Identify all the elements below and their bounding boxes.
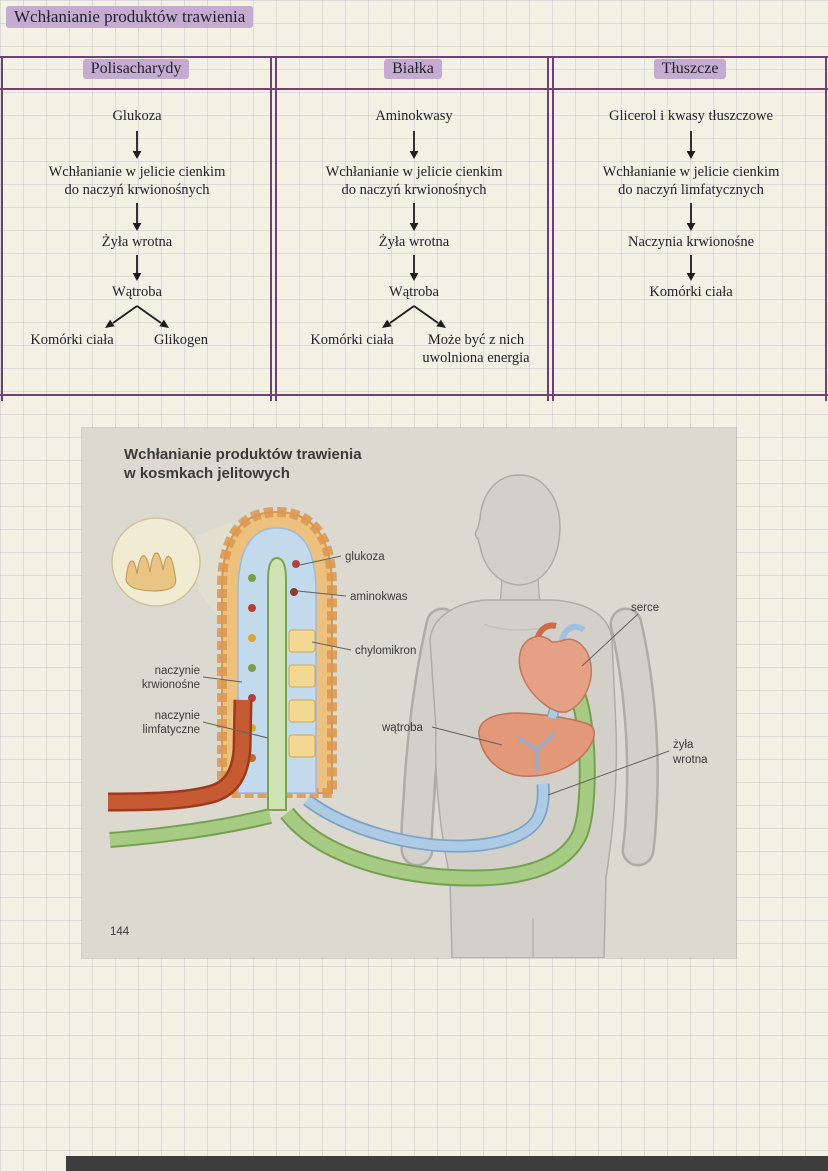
- arrow-down-icon: [409, 203, 419, 231]
- portal-vein: [303, 783, 550, 853]
- page-title-highlight: Wchłanianie produktów trawienia: [6, 6, 254, 28]
- column-divider-2a: [547, 56, 549, 401]
- table-top-line: [0, 56, 828, 58]
- flow-step: Glicerol i kwasy tłuszczowe: [609, 108, 773, 124]
- lymph-outlet: [109, 808, 272, 848]
- arrow-down-icon: [132, 255, 142, 281]
- table-right-border: [825, 56, 827, 401]
- flow-step: Wchłanianie w jelicie cienkim do naczyń …: [48, 164, 226, 198]
- arrow-down-icon: [132, 203, 142, 231]
- figure-title-line1: Wchłanianie produktów trawienia: [124, 446, 362, 463]
- column-header-polisacharydy: Polisacharydy: [0, 59, 272, 79]
- figure-label-aminokwas: aminokwas: [350, 591, 408, 603]
- column-header-tluszcze: Tłuszcze: [554, 59, 826, 79]
- svg-text:wrotna: wrotna: [672, 754, 708, 766]
- figure-label-naczynie-limfatyczne: naczynie: [155, 710, 200, 722]
- svg-text:krwionośne: krwionośne: [142, 679, 200, 691]
- arteriole: [107, 699, 253, 812]
- page-title: Wchłanianie produktów trawienia: [6, 6, 254, 28]
- liver: [478, 712, 595, 777]
- table-header-line: [0, 88, 828, 90]
- flow-step: Glukoza: [112, 108, 162, 124]
- branch-label: Komórki ciała: [30, 332, 114, 348]
- figure-page-number: 144: [110, 926, 130, 938]
- flow-step: Wchłanianie w jelicie cienkim do naczyń …: [602, 164, 780, 198]
- branch-arrows-icon: [382, 305, 446, 328]
- embedded-figure-image: Wchłanianie produktów trawienia w kosmka…: [82, 428, 736, 959]
- flow-column-tluszcze: Glicerol i kwasy tłuszczowe Wchłanianie …: [554, 89, 828, 395]
- figure-label-serce: serce: [631, 602, 659, 614]
- branch-label: Może być z nich uwolniona energia: [422, 332, 530, 366]
- flow-step: Żyła wrotna: [378, 234, 450, 250]
- arrow-down-icon: [409, 255, 419, 281]
- flow-step: Wątroba: [389, 284, 439, 300]
- figure-title-line2: w kosmkach jelitowych: [123, 465, 290, 482]
- arrow-down-icon: [686, 203, 696, 231]
- svg-text:limfatyczne: limfatyczne: [142, 724, 200, 736]
- column-divider-1b: [275, 56, 277, 401]
- figure-label-naczynie-krwionosne: naczynie: [155, 665, 200, 677]
- column-divider-1a: [270, 56, 272, 401]
- flow-step: Komórki ciała: [649, 284, 733, 300]
- flow-step: Wchłanianie w jelicie cienkim do naczyń …: [325, 164, 503, 198]
- branch-arrows-icon: [105, 305, 169, 328]
- figure-label-chylomikron: chylomikron: [355, 645, 416, 657]
- flow-column-polisacharydy: Glukoza Wchłanianie w jelicie cienkim do…: [0, 89, 274, 395]
- bottom-edge-bar: [66, 1156, 828, 1171]
- arrow-down-icon: [686, 131, 696, 159]
- leader-lines: [202, 555, 670, 796]
- branch-label: Komórki ciała: [310, 332, 394, 348]
- flow-column-bialka: Aminokwasy Wchłanianie w jelicie cienkim…: [277, 89, 551, 395]
- column-divider-2b: [552, 56, 554, 401]
- table-left-border: [1, 56, 3, 401]
- figure-label-zyla-wrotna: żyła: [673, 739, 694, 751]
- figure-label-watroba: wątroba: [381, 722, 424, 734]
- flow-step: Żyła wrotna: [101, 234, 173, 250]
- table-bottom-line: [0, 394, 828, 396]
- arrow-down-icon: [409, 131, 419, 159]
- arrow-down-icon: [132, 131, 142, 159]
- heart: [518, 622, 592, 713]
- flow-step: Wątroba: [112, 284, 162, 300]
- branch-label: Glikogen: [154, 332, 208, 348]
- figure-label-glukoza: glukoza: [345, 551, 385, 563]
- magnifier-inset: [111, 517, 201, 607]
- flow-step: Naczynia krwionośne: [627, 234, 755, 250]
- column-header-bialka: Białka: [277, 59, 549, 79]
- arrow-down-icon: [686, 255, 696, 281]
- villus-illustration: Wchłanianie produktów trawienia w kosmka…: [82, 428, 736, 959]
- flow-step: Aminokwasy: [375, 108, 453, 124]
